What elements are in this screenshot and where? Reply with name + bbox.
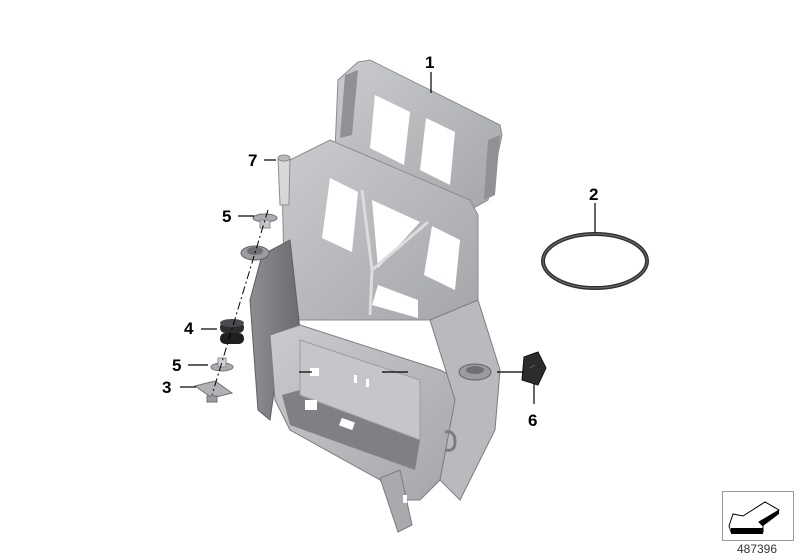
washer-lower-part[interactable] [210,357,234,372]
callout-5-lower[interactable]: 5 [172,356,182,375]
clip-nut-part[interactable] [193,380,234,403]
reference-id: 487396 [736,542,778,556]
bolt-part[interactable] [277,154,291,206]
callout-4[interactable]: 4 [184,319,194,338]
callout-2[interactable]: 2 [589,185,599,204]
callout-5-upper[interactable]: 5 [222,207,232,226]
washer-upper-part[interactable] [252,213,278,229]
leader-lines [180,72,596,404]
callout-7[interactable]: 7 [248,151,258,170]
reference-icon-box [722,491,794,541]
bracket-part[interactable] [240,59,503,533]
arrow-icon [728,501,780,534]
o-ring-part[interactable] [541,232,649,290]
callout-3[interactable]: 3 [162,378,172,397]
callout-6[interactable]: 6 [528,411,538,430]
rubber-mount-part[interactable] [220,319,244,344]
callout-1[interactable]: 1 [425,53,435,72]
assembly-axis [211,209,269,396]
cage-nut-part[interactable] [521,351,547,386]
